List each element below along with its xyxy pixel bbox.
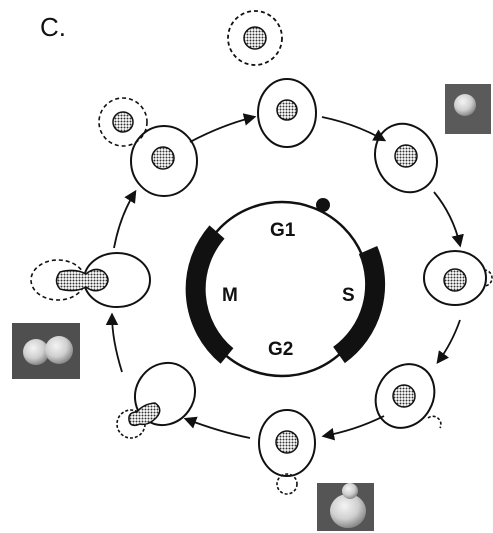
arrow-head-icon (324, 416, 384, 436)
released-daughter-cell (228, 11, 282, 65)
arrow-head-icon (438, 320, 460, 362)
nucleus (244, 27, 266, 49)
nucleus (444, 269, 466, 291)
nucleus (129, 403, 160, 425)
nucleus (152, 147, 174, 169)
nucleus (395, 145, 417, 167)
cell-g1-top (258, 79, 316, 147)
micrograph-unbudded (445, 84, 491, 134)
nucleus (113, 112, 133, 132)
start-dot-icon (316, 198, 330, 212)
arrow-head-icon (434, 192, 460, 245)
nucleus (276, 431, 298, 453)
cell-bottom-budding (259, 410, 315, 494)
arrow-head-icon (186, 419, 250, 438)
m-label: M (222, 285, 238, 306)
nucleus (57, 269, 109, 290)
cell-upper-right (364, 114, 448, 203)
cell-right-budding (424, 251, 492, 305)
arrow-head-icon (114, 192, 135, 248)
cell-left-anaphase (31, 253, 150, 307)
nucleus (393, 385, 415, 407)
cycle-wheel: G1 S G2 M (195, 198, 375, 376)
micrograph-budded (317, 483, 374, 531)
micrograph-dividing (12, 323, 80, 379)
arrow-head-icon (112, 315, 122, 372)
g1-label: G1 (270, 220, 296, 241)
nucleus (277, 100, 297, 120)
g2-label: G2 (268, 339, 293, 360)
separating-daughter-cell (99, 98, 147, 146)
cell-lower-left-nuclear-migration (117, 351, 207, 438)
panel-label: C. (40, 12, 66, 42)
arrow-head-icon (190, 117, 254, 142)
arrow-head-icon (322, 117, 384, 140)
s-label: S (342, 285, 355, 306)
cell-lower-right-budding (364, 353, 445, 438)
cell-upper-left (131, 126, 197, 196)
